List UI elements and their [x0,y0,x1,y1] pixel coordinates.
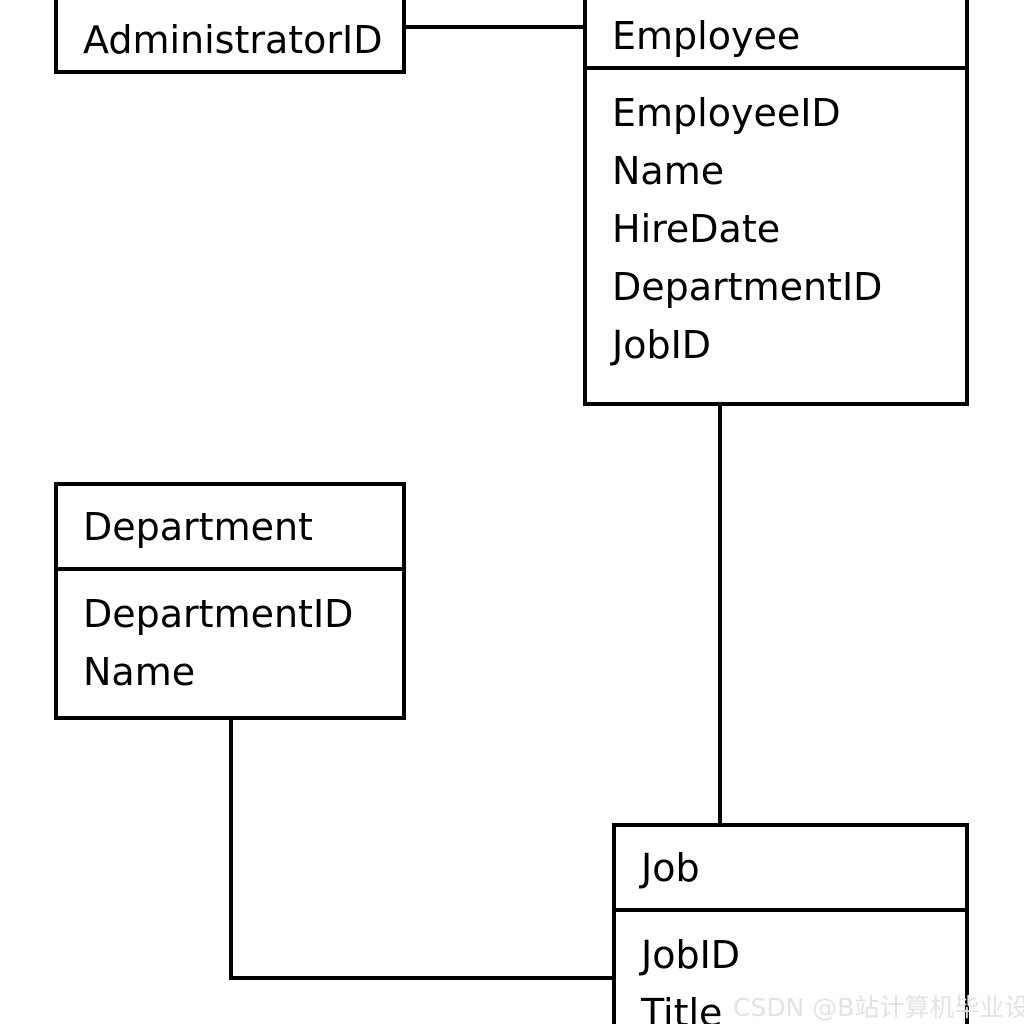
connector-department-job-horizontal [229,976,616,980]
entity-department[interactable]: Department DepartmentID Name [54,482,406,720]
entity-job-title: Job [641,845,700,890]
entity-employee[interactable]: Employee EmployeeID Name HireDate Depart… [583,0,969,406]
attribute-row: JobID [612,323,712,367]
attribute-row: JobID [641,933,741,977]
entity-administrator[interactable]: AdministratorID [54,0,406,74]
entity-job-header: Job [616,827,965,912]
attribute-row: DepartmentID [83,592,354,636]
entity-administrator-header: AdministratorID [58,0,402,70]
attribute-row: EmployeeID [612,91,841,135]
attribute-row: DepartmentID [612,265,883,309]
attribute-row: Name [83,650,196,694]
connector-administrator-employee [402,25,587,29]
attribute-row: Title [641,991,723,1024]
entity-job[interactable]: Job JobID Title [612,823,969,1024]
connector-department-job-vertical [229,718,233,980]
entity-job-attributes: JobID Title [616,912,965,1024]
connector-employee-job [718,400,722,825]
entity-department-header: Department [58,486,402,571]
entity-employee-title: Employee [612,14,801,58]
entity-department-title: Department [83,504,313,549]
entity-employee-attributes: EmployeeID Name HireDate DepartmentID Jo… [587,70,965,374]
attribute-row: Name [612,149,725,193]
entity-administrator-title: AdministratorID [83,18,383,62]
entity-department-attributes: DepartmentID Name [58,571,402,701]
attribute-row: HireDate [612,207,781,251]
entity-employee-header: Employee [587,0,965,70]
